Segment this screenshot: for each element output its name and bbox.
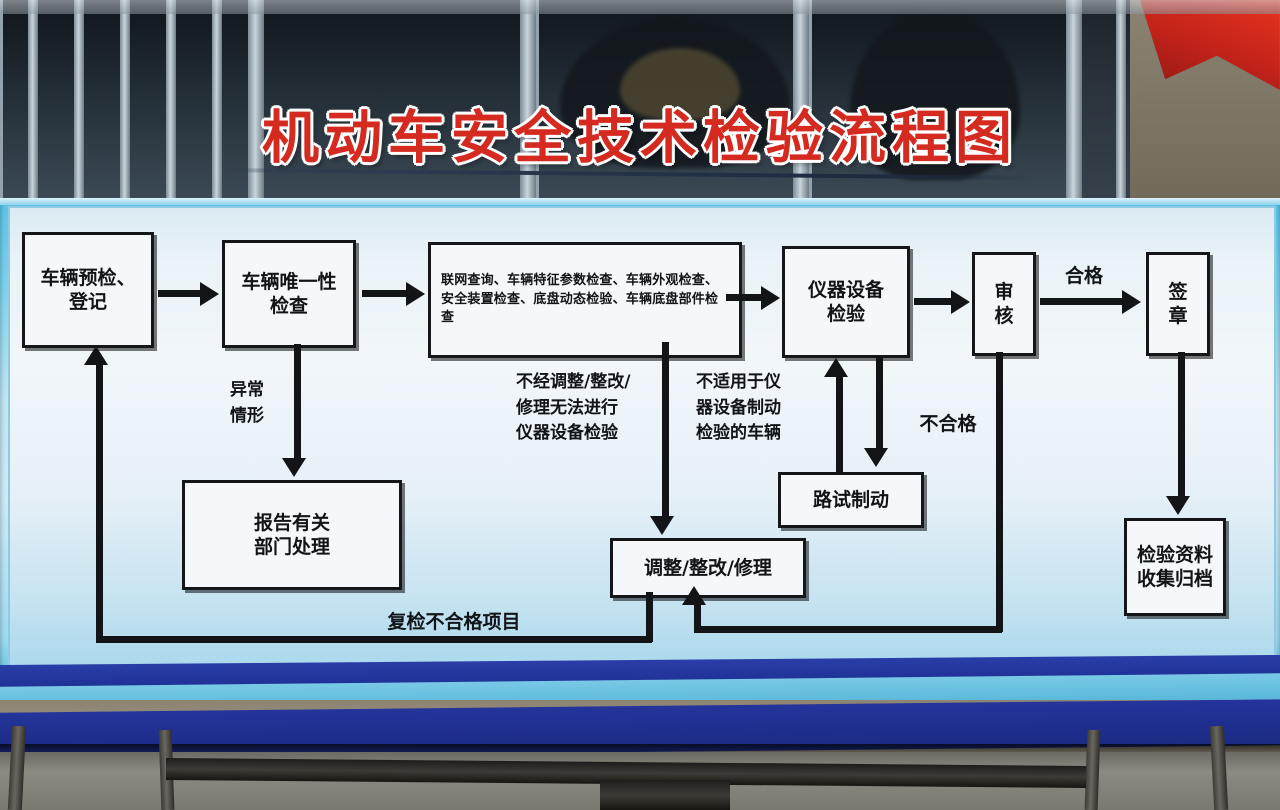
arrow-review-to-seal <box>1040 298 1128 305</box>
node-label: 检验资料 收集归档 <box>1136 543 1213 590</box>
arrowhead-up <box>84 346 108 365</box>
arrowhead-right <box>951 290 970 314</box>
line-unqualified-up-into-adjust <box>694 600 701 630</box>
node-review: 审 核 <box>972 252 1036 356</box>
edge-label-cannot-proceed: 不经调整/整改/ 修理无法进行 仪器设备检验 <box>516 372 631 443</box>
node-report-department: 报告有关 部门处理 <box>182 480 402 590</box>
arrowhead-down <box>282 458 306 477</box>
line-unqualified-to-adjust <box>694 626 1002 633</box>
node-label: 报告有关 部门处理 <box>253 511 330 558</box>
node-label: 仪器设备 检验 <box>807 278 884 325</box>
node-label: 签 章 <box>1168 280 1188 327</box>
line-recheck-up-to-precheck <box>96 362 103 640</box>
arrowhead-down <box>650 516 674 535</box>
node-label: 联网查询、车辆特征参数检查、车辆外观检查、安全装置检查、底盘动态检验、车辆底盘部… <box>441 272 719 326</box>
edge-label-not-applicable: 不适用于仪 器设备制动 检验的车辆 <box>696 372 781 443</box>
arrow-seal-to-archive <box>1178 352 1185 498</box>
node-label: 调整/整改/修理 <box>644 556 772 579</box>
node-label: 车辆唯一性 检查 <box>241 270 337 317</box>
arrow-roadtest-to-instrument <box>836 376 843 474</box>
arrow-instrument-to-review <box>914 298 956 305</box>
edge-label-abnormal: 异常 情形 <box>230 380 264 426</box>
node-vehicle-identity: 车辆唯一性 检查 <box>222 240 356 348</box>
node-label: 审 核 <box>994 280 1014 327</box>
node-adjust-repair: 调整/整改/修理 <box>610 538 806 598</box>
arrow-identity-to-items <box>362 290 408 297</box>
arrowhead-up <box>824 358 848 377</box>
edge-label-unqualified: 不合格 <box>919 413 977 435</box>
node-archive-records: 检验资料 收集归档 <box>1124 518 1226 616</box>
node-label: 路试制动 <box>812 488 889 511</box>
arrowhead-right <box>200 282 219 306</box>
arrowhead-right <box>761 286 780 310</box>
node-instrument-inspection: 仪器设备 检验 <box>782 246 910 358</box>
arrowhead-down <box>864 448 888 467</box>
signboard-top-edge <box>0 198 1280 205</box>
arrowhead-right <box>1122 290 1141 314</box>
arrow-identity-to-report <box>294 344 301 460</box>
frame-crossbar-lower <box>600 780 730 810</box>
frame-leg-inner-right <box>1084 729 1101 810</box>
node-road-brake-test: 路试制动 <box>778 472 924 528</box>
background-photo <box>0 0 1280 230</box>
node-sign-seal: 签 章 <box>1146 252 1210 356</box>
line-recheck-down <box>646 592 653 642</box>
line-review-unqualified-down <box>996 352 1003 632</box>
arrow-instrument-to-roadtest <box>876 356 883 450</box>
edge-label-recheck: 复检不合格项目 <box>387 611 521 633</box>
line-recheck-left <box>96 636 652 643</box>
node-vehicle-precheck: 车辆预检、 登记 <box>22 232 154 348</box>
arrowhead-up <box>682 586 706 605</box>
edge-label-qualified: 合格 <box>1064 265 1103 287</box>
arrow-items-to-instrument <box>726 294 764 301</box>
arrowhead-right <box>406 282 425 306</box>
node-inspection-items: 联网查询、车辆特征参数检查、车辆外观检查、安全装置检查、底盘动态检验、车辆底盘部… <box>428 242 742 358</box>
arrowhead-down <box>1166 496 1190 515</box>
arrow-precheck-to-identity <box>158 290 202 297</box>
page-title: 机动车安全技术检验流程图 <box>262 105 1018 171</box>
node-label: 车辆预检、 登记 <box>40 266 136 313</box>
arrow-items-to-adjust <box>662 342 669 518</box>
